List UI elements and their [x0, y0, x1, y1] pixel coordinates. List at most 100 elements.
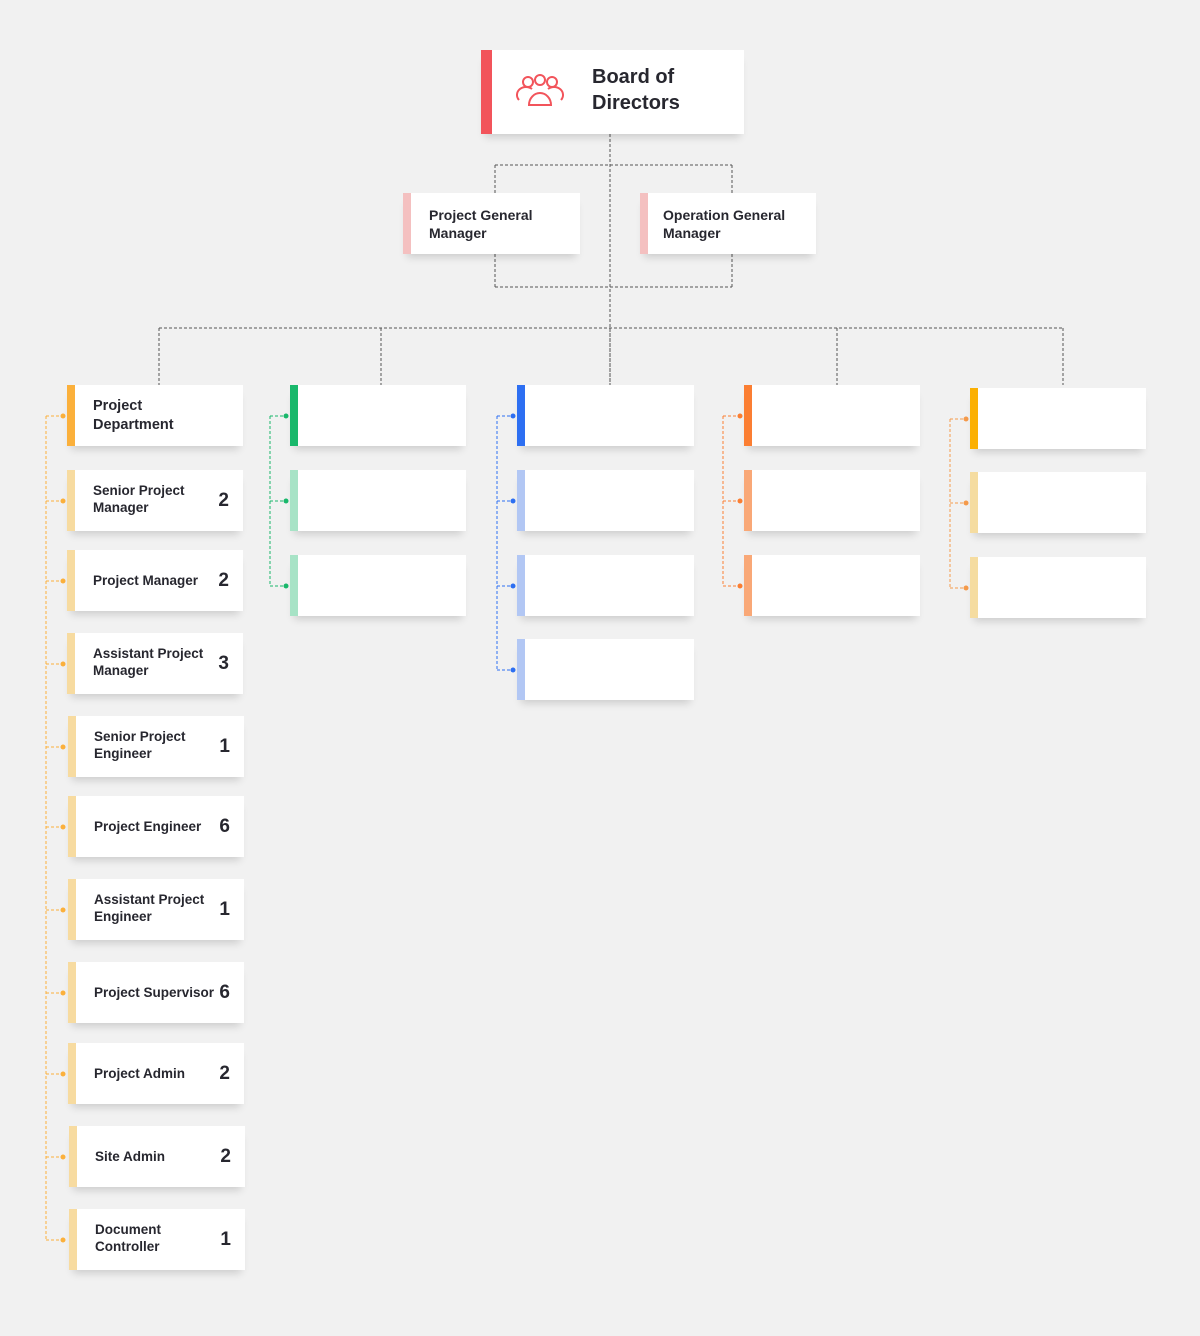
role-count: 1	[219, 735, 230, 757]
role-card[interactable]: Document Controller 1	[69, 1209, 245, 1270]
role-title: Senior Project Engineer	[94, 729, 186, 761]
role-count: 1	[220, 1228, 231, 1250]
role-title: Project Manager	[93, 573, 199, 588]
role-accent-bar	[517, 555, 525, 616]
role-title: Assistant Project Engineer	[94, 892, 205, 924]
connector-dot	[963, 500, 969, 506]
role-title: Project Supervisor	[94, 985, 215, 1000]
role-card[interactable]	[744, 470, 920, 531]
role-accent-bar	[67, 470, 75, 531]
department-accent-bar	[67, 385, 75, 446]
department-accent-bar	[744, 385, 752, 446]
role-card[interactable]: Project Manager 2	[67, 550, 243, 611]
connector-dot	[283, 498, 289, 504]
role-count: 2	[218, 489, 229, 511]
connector-dot	[963, 585, 969, 591]
role-accent-bar	[69, 1209, 77, 1270]
role-accent-bar	[68, 1043, 76, 1104]
role-count: 1	[219, 898, 230, 920]
connector-dot	[60, 1237, 66, 1243]
connector-dot	[60, 907, 66, 913]
role-accent-bar	[744, 470, 752, 531]
manager-accent-bar	[403, 193, 411, 254]
role-card[interactable]: Project Supervisor 6	[68, 962, 244, 1023]
connector-dot	[60, 661, 66, 667]
connector-dot	[737, 498, 743, 504]
role-count: 6	[219, 815, 230, 837]
role-card[interactable]	[290, 555, 466, 616]
connector-dot	[283, 583, 289, 589]
role-card[interactable]	[970, 472, 1146, 533]
role-title: Site Admin	[95, 1149, 166, 1164]
manager-title: Project General Manager	[429, 207, 533, 241]
role-accent-bar	[69, 1126, 77, 1187]
department-accent-bar	[290, 385, 298, 446]
role-accent-bar	[517, 470, 525, 531]
connector-dot	[510, 667, 516, 673]
role-title: Senior Project Manager	[93, 483, 185, 515]
role-count: 6	[219, 981, 230, 1003]
connector-dot	[60, 1154, 66, 1160]
role-card[interactable]	[517, 639, 694, 700]
connector-dot	[60, 744, 66, 750]
role-accent-bar	[68, 962, 76, 1023]
role-accent-bar	[744, 555, 752, 616]
role-accent-bar	[67, 633, 75, 694]
people-group-icon	[516, 74, 564, 106]
connector-dot	[60, 824, 66, 830]
role-card[interactable]: Assistant Project Engineer 1	[68, 879, 244, 940]
role-count: 2	[220, 1145, 231, 1167]
role-title: Assistant Project Manager	[93, 646, 204, 678]
manager-title: Operation General Manager	[663, 207, 786, 241]
department-card[interactable]: Project Department	[67, 385, 243, 446]
board-accent-bar	[481, 50, 492, 134]
role-card[interactable]: Senior Project Engineer 1	[68, 716, 244, 777]
role-count: 3	[218, 652, 229, 674]
connector-dot	[963, 416, 969, 422]
role-accent-bar	[68, 796, 76, 857]
role-card[interactable]: Project Admin 2	[68, 1043, 244, 1104]
role-card[interactable]	[517, 470, 694, 531]
connector-dot	[283, 413, 289, 419]
connector-dot	[60, 990, 66, 996]
role-accent-bar	[290, 470, 298, 531]
operation-general-manager-card[interactable]: Operation General Manager	[640, 193, 816, 254]
connector-dot	[737, 583, 743, 589]
connector-dot	[60, 578, 66, 584]
board-of-directors-card[interactable]: Board of Directors	[481, 50, 744, 134]
role-accent-bar	[290, 555, 298, 616]
role-title: Project Engineer	[94, 819, 202, 834]
project-general-manager-card[interactable]: Project General Manager	[403, 193, 580, 254]
role-count: 2	[219, 1062, 230, 1084]
department-card[interactable]	[290, 385, 466, 446]
role-card[interactable]: Assistant Project Manager 3	[67, 633, 243, 694]
role-card[interactable]	[517, 555, 694, 616]
connector-dot	[60, 1071, 66, 1077]
department-card[interactable]	[970, 388, 1146, 449]
connector-dot	[60, 498, 66, 504]
board-title: Board of Directors	[592, 66, 680, 114]
department-accent-bar	[970, 388, 978, 449]
connector-dot	[510, 413, 516, 419]
role-card[interactable]	[970, 557, 1146, 618]
role-card[interactable]	[744, 555, 920, 616]
department-accent-bar	[517, 385, 525, 446]
role-accent-bar	[68, 716, 76, 777]
role-accent-bar	[970, 472, 978, 533]
department-card[interactable]	[517, 385, 694, 446]
role-accent-bar	[68, 879, 76, 940]
department-title: Project Department	[93, 398, 174, 433]
role-card[interactable]: Project Engineer 6	[68, 796, 244, 857]
connector-dot	[60, 413, 66, 419]
role-card[interactable]: Site Admin 2	[69, 1126, 245, 1187]
role-card[interactable]: Senior Project Manager 2	[67, 470, 243, 531]
department-card[interactable]	[744, 385, 920, 446]
role-accent-bar	[67, 550, 75, 611]
connector-dot	[510, 583, 516, 589]
role-card[interactable]	[290, 470, 466, 531]
role-count: 2	[218, 569, 229, 591]
connector-dot	[737, 413, 743, 419]
role-title: Document Controller	[95, 1222, 162, 1254]
role-title: Project Admin	[94, 1066, 186, 1081]
role-accent-bar	[970, 557, 978, 618]
